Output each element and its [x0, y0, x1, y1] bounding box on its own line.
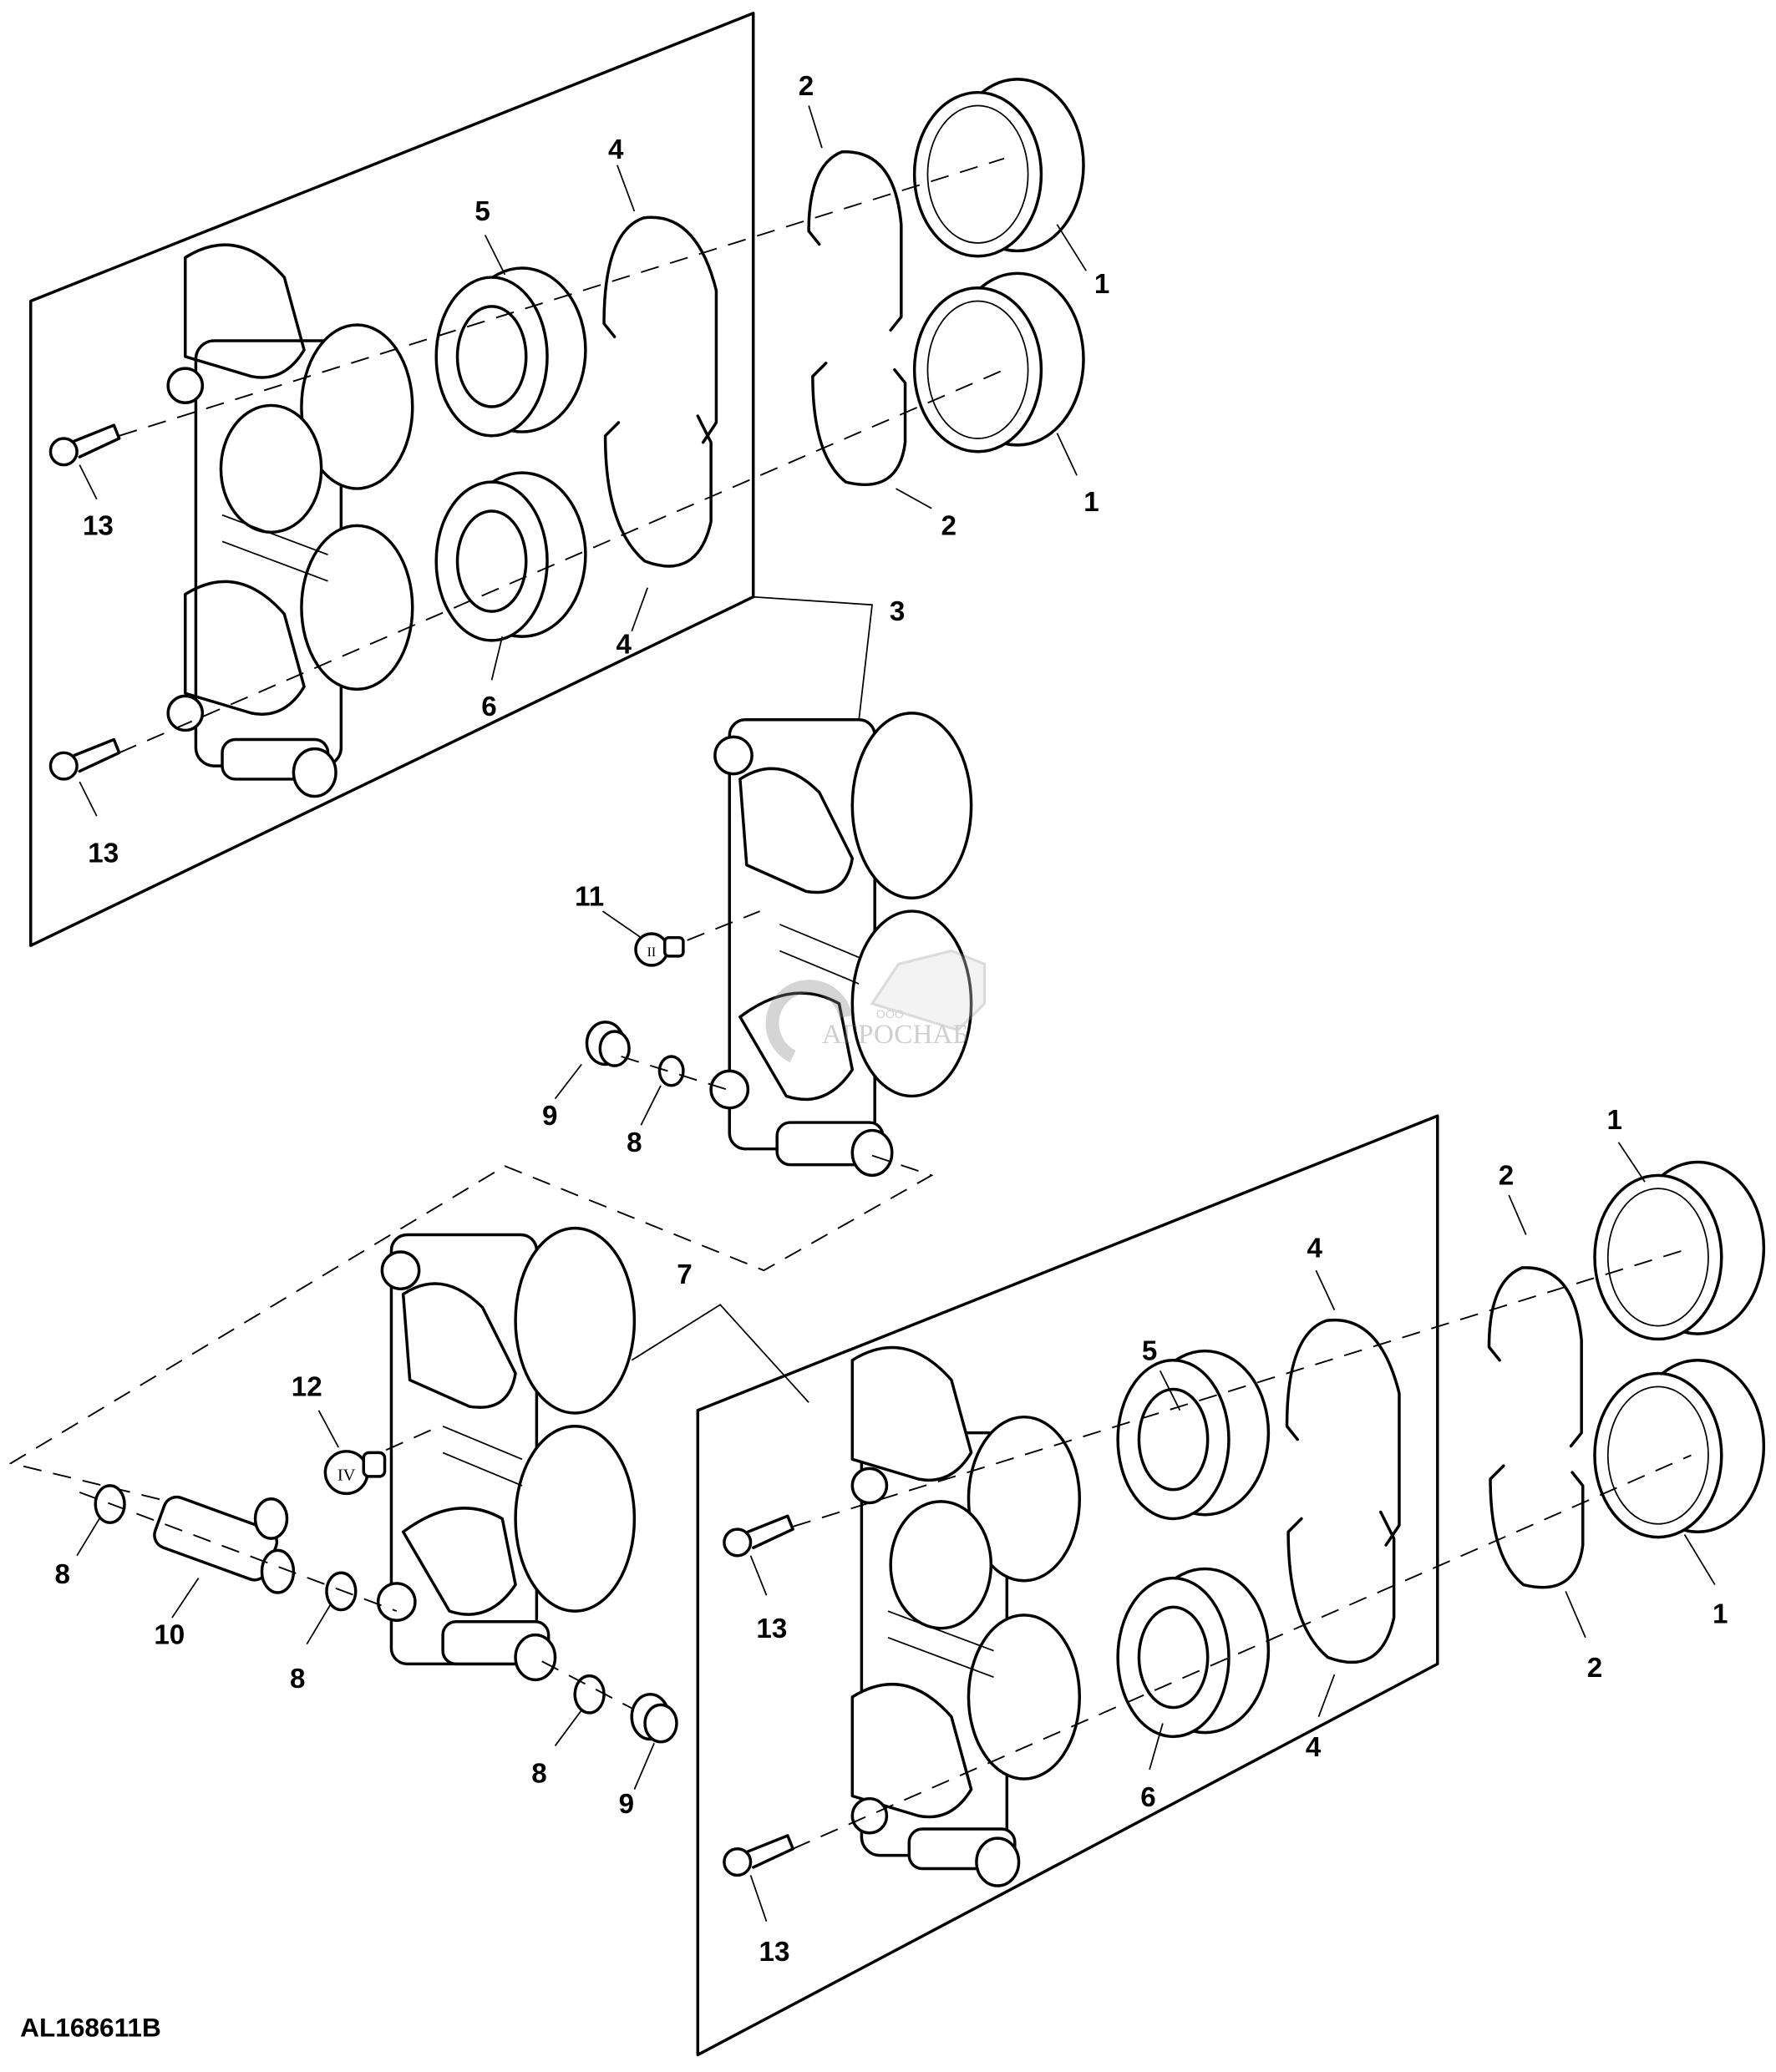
- middle-oring-8: [657, 1055, 685, 1087]
- plug-12-leader: [317, 1410, 339, 1448]
- upper-callouts: 2 4 5 1 1 2 13 4 3 6 13: [83, 71, 1109, 869]
- lower-axis-bottom: [792, 1454, 1692, 1850]
- callout-2: 2: [1587, 1653, 1602, 1684]
- agrosnab-watermark: ООО АГРОСНАБ: [765, 949, 987, 1063]
- middle-plug-axis: [621, 1056, 728, 1091]
- lower-coupler-body: [850, 1345, 1082, 1887]
- callout-1: 1: [1606, 1105, 1621, 1136]
- lower-kit-panel: [696, 1114, 1439, 2057]
- callout-13: 13: [83, 510, 114, 541]
- callout-8: 8: [290, 1664, 305, 1695]
- lower-oring-8-b-leader: [306, 1603, 332, 1645]
- upper-screw-13-top: [48, 423, 121, 467]
- tee-10-leader: [171, 1578, 200, 1619]
- callout-1: 1: [1083, 487, 1099, 518]
- lower-axis-top: [792, 1247, 1692, 1527]
- callout-9: 9: [619, 1789, 634, 1820]
- upper-leader-lines: [79, 105, 1087, 817]
- plug-11: II: [634, 932, 685, 967]
- lower-oring-8-b: [325, 1571, 358, 1612]
- callout-6: 6: [1140, 1782, 1155, 1813]
- upper-clip-4-top: [602, 215, 718, 444]
- callout-7: 7: [677, 1259, 692, 1290]
- plug-11-marking: II: [647, 945, 657, 960]
- lower-clip-4-top: [1285, 1318, 1401, 1547]
- lower-left-callouts: 7 12 8 10 8 8 9: [54, 1259, 692, 1820]
- callout-8: 8: [531, 1759, 546, 1790]
- upper-coupler-body: [166, 243, 414, 798]
- lower-leader-lines: [749, 1142, 1716, 1923]
- upper-clip-4-bottom: [603, 414, 713, 568]
- plug-12: IV: [323, 1450, 387, 1496]
- upper-seal-6: [434, 471, 587, 642]
- watermark-prefix: ООО: [876, 1008, 904, 1021]
- callout-4: 4: [1307, 1233, 1323, 1264]
- middle-coupler-assembly-3: [709, 712, 973, 1178]
- lower-clip-4-bottom: [1286, 1510, 1396, 1664]
- callout-5: 5: [1142, 1336, 1157, 1367]
- figure-id: AL168611B: [20, 2012, 161, 2042]
- lower-screw-13-top: [723, 1514, 794, 1558]
- callout-4: 4: [608, 134, 624, 165]
- middle-plug-9-leader: [554, 1063, 582, 1100]
- callout-2: 2: [799, 71, 814, 102]
- upper-panel-outline: [29, 12, 755, 947]
- callout-8: 8: [54, 1559, 69, 1590]
- middle-callouts: 11 9 8: [542, 882, 642, 1158]
- middle-plug-9: [585, 1021, 631, 1067]
- callout-10: 10: [154, 1620, 185, 1651]
- upper-axis-top: [119, 157, 1005, 437]
- upper-clip-2-bottom: [811, 362, 907, 487]
- tee-axis: [79, 1491, 398, 1613]
- lower-oring-8-c-leader: [554, 1710, 582, 1746]
- callout-2: 2: [1499, 1160, 1514, 1191]
- lower-clip-2-top: [1487, 1266, 1583, 1448]
- lower-ring-1-top: [1593, 1160, 1766, 1341]
- assembly-7-leader: [631, 1304, 809, 1403]
- lower-oring-8-a-leader: [76, 1517, 100, 1557]
- upper-screw-13-bottom: [48, 737, 121, 781]
- lower-seal-6: [1116, 1567, 1271, 1739]
- lower-left-coupler-assembly-7: [376, 1226, 637, 1682]
- callout-1: 1: [1713, 1598, 1728, 1629]
- connection-dashed-outline: [8, 1154, 934, 1507]
- middle-oring-8-leader: [640, 1085, 662, 1126]
- callout-8: 8: [627, 1127, 642, 1158]
- callout-12: 12: [292, 1371, 322, 1402]
- callout-3: 3: [890, 596, 905, 627]
- lower-right-callouts: 1 2 4 5 13 1 2 4 6 13: [756, 1105, 1728, 1968]
- callout-4: 4: [1306, 1732, 1322, 1763]
- combine-harvester-icon: [870, 949, 987, 1032]
- upper-clip-2-top: [807, 150, 903, 332]
- tee-fitting-10: [153, 1495, 296, 1594]
- lower-plug-9-leader: [633, 1742, 655, 1790]
- callout-13: 13: [756, 1614, 787, 1644]
- callout-2: 2: [941, 510, 957, 541]
- upper-ring-1-bottom: [912, 271, 1085, 453]
- lower-clip-2-bottom: [1489, 1464, 1585, 1589]
- upper-kit-panel: [29, 12, 755, 947]
- lower-seal-5: [1116, 1349, 1271, 1521]
- upper-axis-bottom: [119, 368, 1005, 754]
- lower-screw-13-bottom: [723, 1834, 794, 1877]
- gear-icon: [765, 980, 853, 1063]
- callout-6: 6: [481, 692, 496, 722]
- upper-seal-5: [434, 266, 587, 438]
- plug-11-axis: [687, 910, 760, 941]
- lower-plug-axis: [541, 1660, 662, 1725]
- plug-12-marking: IV: [337, 1467, 356, 1485]
- plug-12-axis: [385, 1428, 434, 1451]
- upper-ring-1-top: [912, 78, 1085, 258]
- callout-5: 5: [474, 196, 490, 227]
- plug-11-leader: [601, 910, 642, 939]
- callout-13: 13: [88, 838, 119, 869]
- watermark-brand: АГРОСНАБ: [822, 1019, 969, 1050]
- callout-13: 13: [759, 1937, 790, 1968]
- callout-4: 4: [617, 630, 632, 661]
- callout-9: 9: [542, 1101, 557, 1132]
- lower-ring-1-bottom: [1593, 1358, 1766, 1539]
- lower-plug-9: [630, 1693, 678, 1744]
- callout-11: 11: [575, 882, 604, 913]
- callout-1: 1: [1094, 269, 1109, 300]
